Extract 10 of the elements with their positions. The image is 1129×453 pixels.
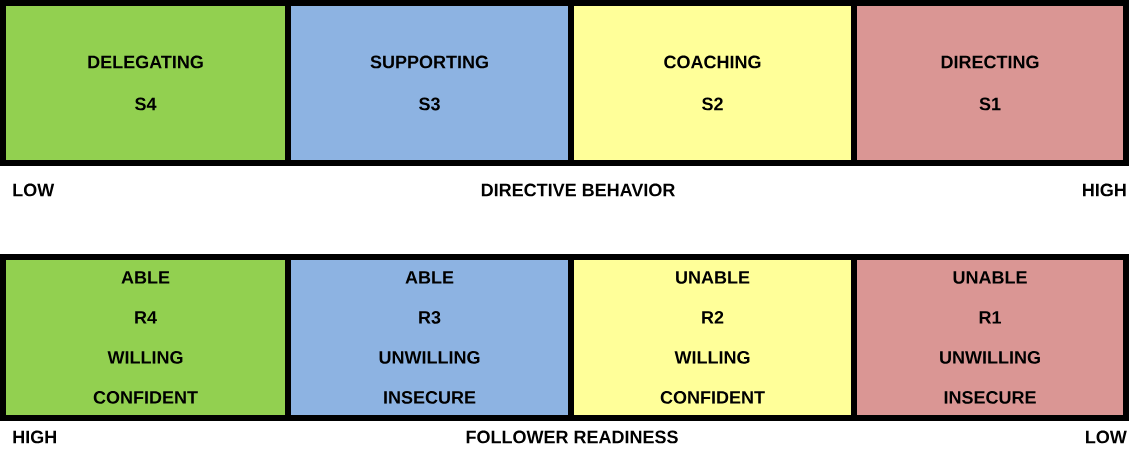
stage-box: DELEGATING S4 bbox=[0, 0, 291, 166]
stage-box: ABLE R3 UNWILLING INSECURE bbox=[285, 254, 574, 421]
axis-label: FOLLOWER READINESS bbox=[466, 430, 678, 444]
stage-box: UNABLE R1 UNWILLING INSECURE bbox=[851, 254, 1129, 421]
axis-label: DIRECTIVE BEHAVIOR bbox=[481, 183, 675, 197]
stage-box: SUPPORTING S3 bbox=[285, 0, 574, 166]
axis-label: HIGH bbox=[1083, 183, 1126, 197]
axis-label: LOW bbox=[13, 183, 55, 197]
stage-box: DIRECTING S1 bbox=[851, 0, 1129, 166]
stage-box: ABLE R4 WILLING CONFIDENT bbox=[0, 254, 291, 421]
